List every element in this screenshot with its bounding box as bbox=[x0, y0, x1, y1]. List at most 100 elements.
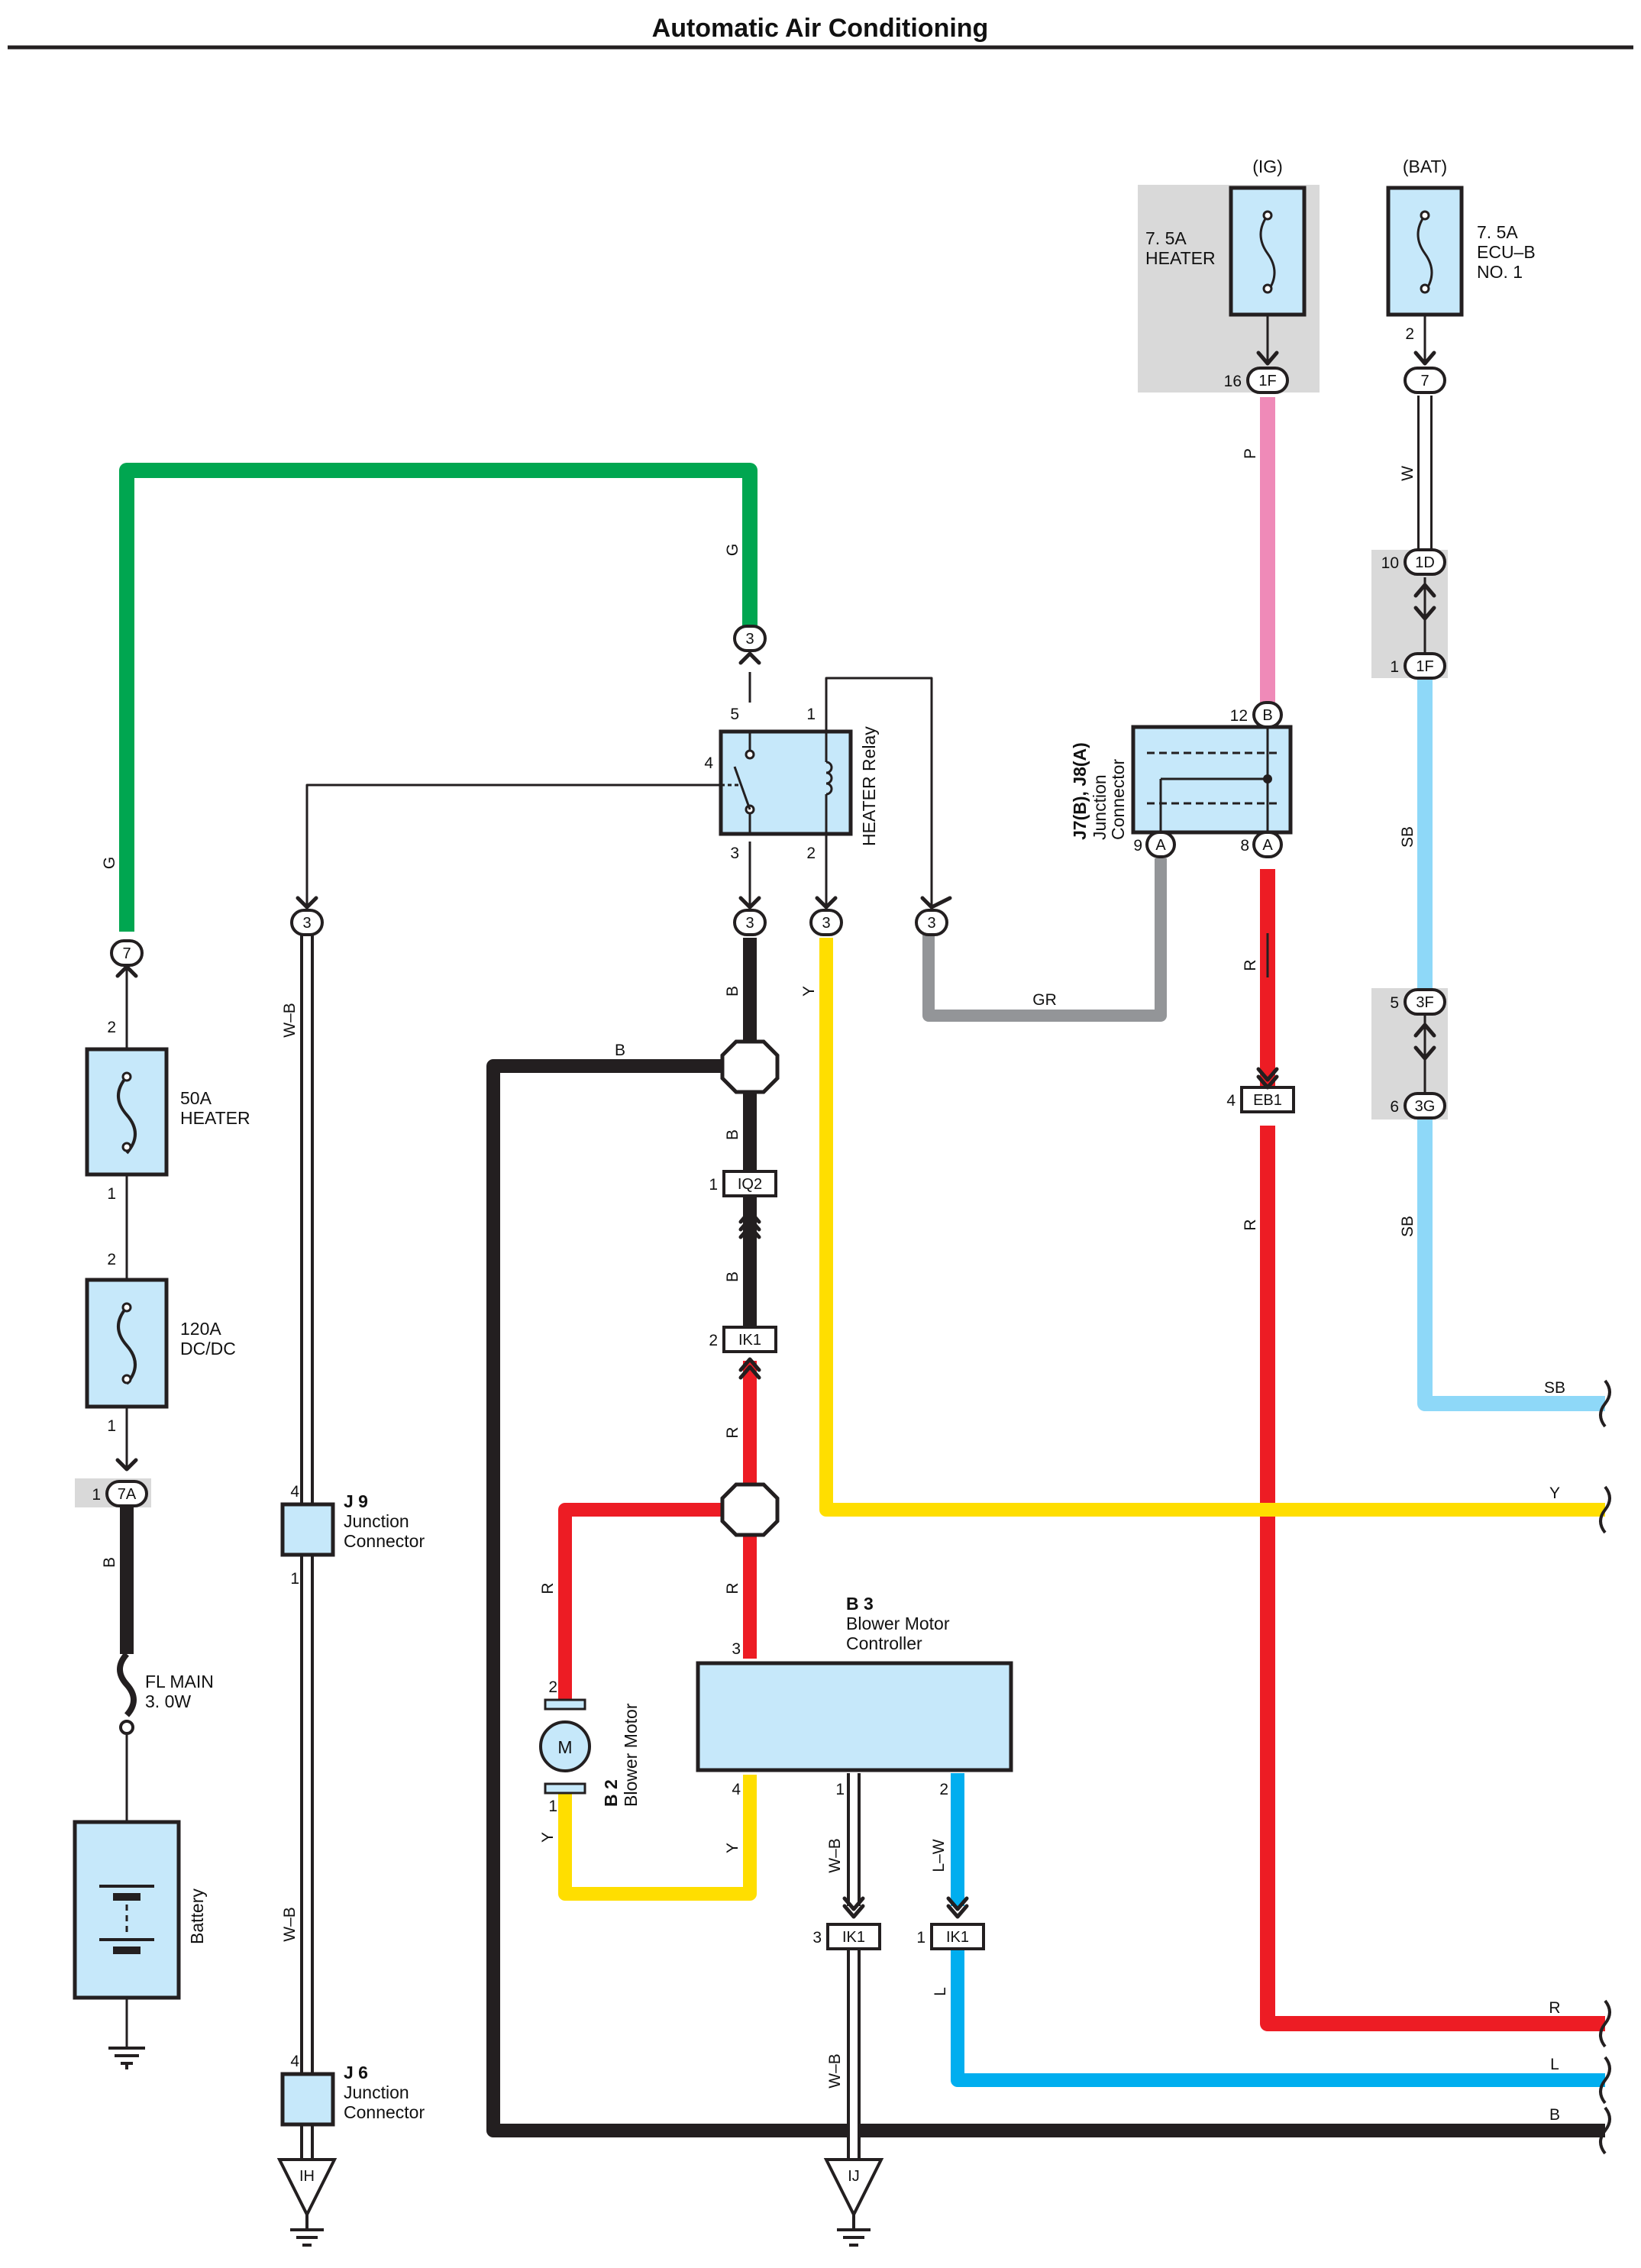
junction-j9: J 9 Junction Connector bbox=[280, 1491, 425, 1557]
svg-text:3: 3 bbox=[745, 915, 754, 932]
page-title: Automatic Air Conditioning bbox=[652, 14, 989, 43]
fuse-fl-main-name: FL MAIN bbox=[145, 1672, 214, 1691]
svg-text:9: 9 bbox=[1133, 837, 1142, 855]
blower-motor: M B 2 Blower Motor bbox=[539, 1698, 641, 1807]
fuse-dcdc-120a: 120A DC/DC bbox=[85, 1278, 236, 1409]
conn-b-jc: B bbox=[1252, 701, 1283, 729]
battery: Battery bbox=[73, 1820, 207, 2000]
wire-gray-gr bbox=[922, 858, 1167, 1022]
conn-3-a: 3 bbox=[290, 909, 324, 936]
svg-text:W–B: W–B bbox=[826, 2053, 844, 2089]
svg-text:12: 12 bbox=[1230, 707, 1248, 725]
heater-relay: HEATER Relay bbox=[719, 726, 879, 846]
conn-3-top: 3 bbox=[733, 625, 767, 652]
svg-text:7: 7 bbox=[1420, 373, 1429, 389]
svg-text:2: 2 bbox=[107, 1251, 116, 1268]
junction-j6: J 6 Junction Connector bbox=[280, 2063, 425, 2127]
svg-text:R: R bbox=[1549, 1999, 1560, 2017]
junction-j7-j8: J7(B), J8(A) Junction Connector bbox=[1070, 725, 1293, 840]
svg-text:3G: 3G bbox=[1415, 1098, 1436, 1115]
svg-text:R: R bbox=[1242, 959, 1259, 971]
svg-text:R: R bbox=[724, 1582, 741, 1594]
fuse-heater-7-5a-rating: 7. 5A bbox=[1145, 228, 1187, 248]
svg-text:R: R bbox=[539, 1582, 557, 1594]
j9-line1: Junction bbox=[344, 1511, 409, 1531]
fuse-heater-7-5a: 7. 5A HEATER bbox=[1145, 186, 1307, 317]
wire-end-y bbox=[1599, 1485, 1611, 1534]
svg-text:2: 2 bbox=[1405, 325, 1414, 343]
conn-3f: 3F bbox=[1404, 988, 1446, 1016]
b3-id: B 3 bbox=[846, 1594, 874, 1614]
conn-1f-mid: 1F bbox=[1404, 652, 1446, 680]
b2-id: B 2 bbox=[601, 1779, 621, 1807]
svg-text:B: B bbox=[101, 1557, 118, 1568]
svg-text:IK1: IK1 bbox=[946, 1929, 969, 1946]
svg-text:W–B: W–B bbox=[826, 1838, 844, 1873]
svg-text:5: 5 bbox=[1390, 994, 1399, 1012]
wire-end-r bbox=[1599, 1999, 1611, 2048]
j9-line2: Connector bbox=[344, 1531, 425, 1551]
svg-text:A: A bbox=[1262, 837, 1273, 854]
b3-line2: Controller bbox=[846, 1633, 922, 1653]
svg-text:W: W bbox=[1399, 466, 1416, 481]
svg-text:1: 1 bbox=[548, 1798, 557, 1815]
conn-a-jc-8: A bbox=[1252, 831, 1283, 858]
ground-symbols bbox=[108, 2047, 871, 2247]
fuse-120a-name: DC/DC bbox=[180, 1339, 236, 1359]
connector-arrows bbox=[115, 351, 1436, 1919]
ground-ih-label: IH bbox=[299, 2168, 315, 2185]
fuse-ecu-rating: 7. 5A bbox=[1477, 222, 1518, 242]
conn-eb1: EB1 bbox=[1240, 1086, 1295, 1113]
b3-line1: Blower Motor bbox=[846, 1614, 950, 1633]
conn-iq2: IQ2 bbox=[722, 1170, 777, 1197]
conn-3g: 3G bbox=[1404, 1092, 1446, 1119]
svg-text:1: 1 bbox=[806, 706, 816, 723]
svg-text:Y: Y bbox=[724, 1843, 741, 1853]
ground-triangles: IH IJ bbox=[276, 2158, 884, 2218]
svg-text:4: 4 bbox=[704, 754, 713, 772]
jc-j7-j8-line2: Connector bbox=[1108, 759, 1128, 840]
svg-text:B: B bbox=[724, 1271, 741, 1282]
fuse-ecu-no: NO. 1 bbox=[1477, 262, 1523, 282]
svg-text:2: 2 bbox=[107, 1019, 116, 1036]
wire-end-b bbox=[1599, 2106, 1611, 2155]
wire-red-r-right bbox=[1260, 869, 1605, 2031]
wire-lightblue-sb bbox=[1417, 680, 1605, 1411]
svg-text:W–B: W–B bbox=[281, 1907, 299, 1942]
svg-text:R: R bbox=[1242, 1219, 1259, 1230]
svg-text:G: G bbox=[724, 544, 741, 556]
fuse-ecu-b-no1: 7. 5A ECU–B NO. 1 bbox=[1386, 186, 1536, 317]
svg-text:G: G bbox=[101, 857, 118, 869]
wire-yellow-y-motor bbox=[558, 1775, 757, 1901]
svg-text:P: P bbox=[1242, 448, 1259, 459]
svg-text:L–W: L–W bbox=[930, 1839, 948, 1872]
svg-text:EB1: EB1 bbox=[1253, 1092, 1282, 1109]
source-ig: (IG) bbox=[1252, 157, 1283, 176]
svg-text:B: B bbox=[1262, 707, 1272, 724]
svg-text:1F: 1F bbox=[1258, 373, 1276, 389]
svg-text:Y: Y bbox=[539, 1832, 557, 1843]
svg-text:L: L bbox=[1550, 2056, 1559, 2073]
conn-ik1-mid: IK1 bbox=[722, 1326, 777, 1353]
svg-text:IK1: IK1 bbox=[738, 1332, 761, 1349]
svg-text:1: 1 bbox=[835, 1781, 845, 1798]
b2-name: Blower Motor bbox=[621, 1703, 641, 1807]
svg-text:B: B bbox=[615, 1042, 625, 1059]
svg-text:B: B bbox=[724, 986, 741, 997]
svg-text:SB: SB bbox=[1399, 826, 1416, 848]
svg-text:3: 3 bbox=[822, 915, 830, 932]
heater-relay-label: HEATER Relay bbox=[859, 726, 879, 846]
ground-ij-label: IJ bbox=[848, 2168, 860, 2185]
conn-3-d: 3 bbox=[915, 909, 948, 936]
wire-red-r-left bbox=[558, 1503, 721, 1700]
svg-text:Y: Y bbox=[1549, 1485, 1560, 1502]
source-bat: (BAT) bbox=[1403, 157, 1447, 176]
fuse-ecu-name: ECU–B bbox=[1477, 242, 1536, 262]
svg-text:1: 1 bbox=[107, 1185, 116, 1203]
svg-text:Y: Y bbox=[800, 986, 818, 997]
wire-blue-l bbox=[951, 1773, 1605, 2087]
wire-yellow-y-relay bbox=[819, 938, 1605, 1517]
svg-text:SB: SB bbox=[1399, 1216, 1416, 1237]
j6-line1: Junction bbox=[344, 2082, 409, 2102]
wire-labels: P W G G SB SB B Y GR R R W–B B B B R R R… bbox=[101, 448, 1565, 2124]
